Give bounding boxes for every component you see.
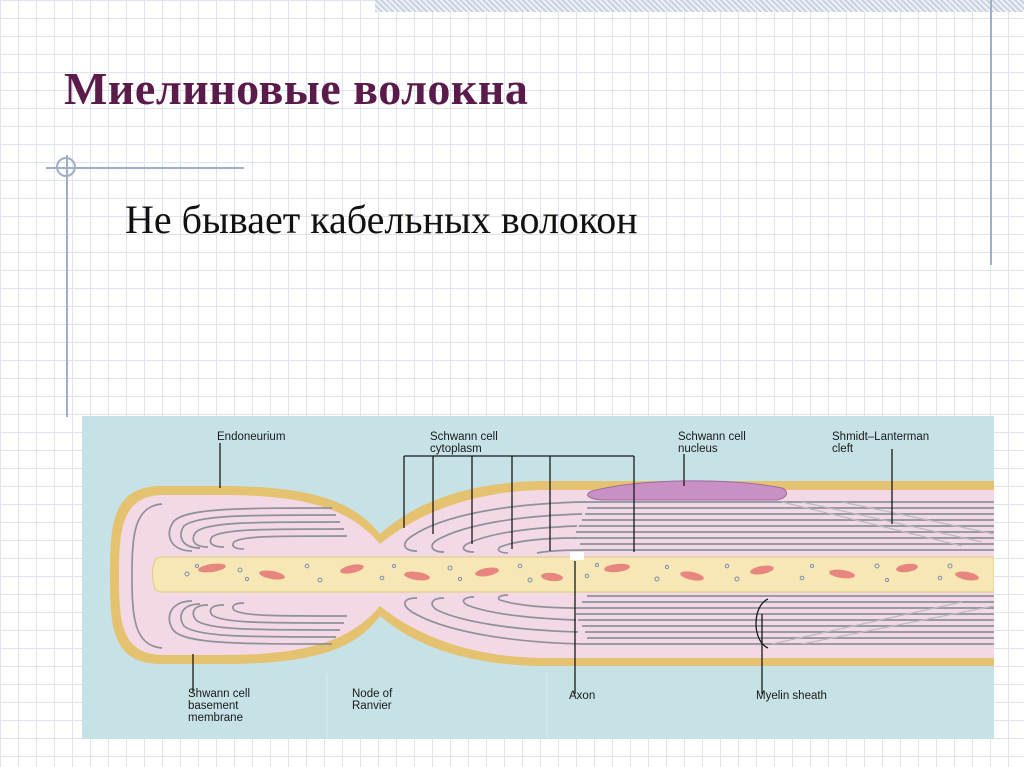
- label-myelin-sheath: Myelin sheath: [756, 690, 827, 702]
- label-node-1: Node of: [352, 688, 393, 700]
- paranodal-loops-lower: [404, 594, 583, 645]
- leader-lines: [192, 443, 893, 694]
- label-endoneurium: Endoneurium: [217, 431, 285, 443]
- label-schwann-nucleus-1: Schwann cell: [678, 431, 746, 443]
- decor-ring: [56, 157, 76, 177]
- slide-subtitle: Не бывает кабельных волокон: [125, 197, 638, 242]
- schwann-nucleus: [587, 480, 788, 501]
- myelin-left-upper: [168, 507, 348, 552]
- myelinated-fiber-diagram: Endoneurium Schwann cell cytoplasm Schwa…: [82, 416, 994, 739]
- label-schwann-nucleus-2: nucleus: [678, 443, 718, 455]
- label-basement-2: basement: [188, 700, 239, 712]
- background-dividers: [326, 674, 548, 739]
- myelin-upper-right: [574, 501, 994, 551]
- decor-line-horizontal: [46, 167, 244, 169]
- decor-line-right: [990, 0, 992, 265]
- label-shmidt-lanterman-1: Shmidt–Lanterman: [832, 431, 929, 443]
- paranodal-loops-upper: [404, 501, 588, 554]
- shmidt-lanterman-cleft-lines: [771, 501, 994, 645]
- label-schwann-cytoplasm-2: cytoplasm: [430, 443, 482, 455]
- top-pattern-band: [375, 0, 1024, 12]
- label-shmidt-lanterman-2: cleft: [832, 443, 854, 455]
- slide-title: Миелиновые волокна: [64, 63, 529, 114]
- label-basement-1: Shwann cell: [188, 688, 250, 700]
- label-node-2: Ranvier: [352, 700, 392, 712]
- label-basement-3: membrane: [188, 712, 243, 724]
- endcap-band: [131, 503, 163, 649]
- myelin-left-lower: [168, 600, 348, 645]
- node-of-ranvier-gap: [570, 552, 584, 560]
- axon-vesicles: [184, 562, 953, 583]
- label-schwann-cytoplasm-1: Schwann cell: [430, 431, 498, 443]
- axon-mitochondria: [198, 563, 979, 582]
- decor-line-left: [66, 155, 68, 417]
- label-axon: Axon: [569, 690, 595, 702]
